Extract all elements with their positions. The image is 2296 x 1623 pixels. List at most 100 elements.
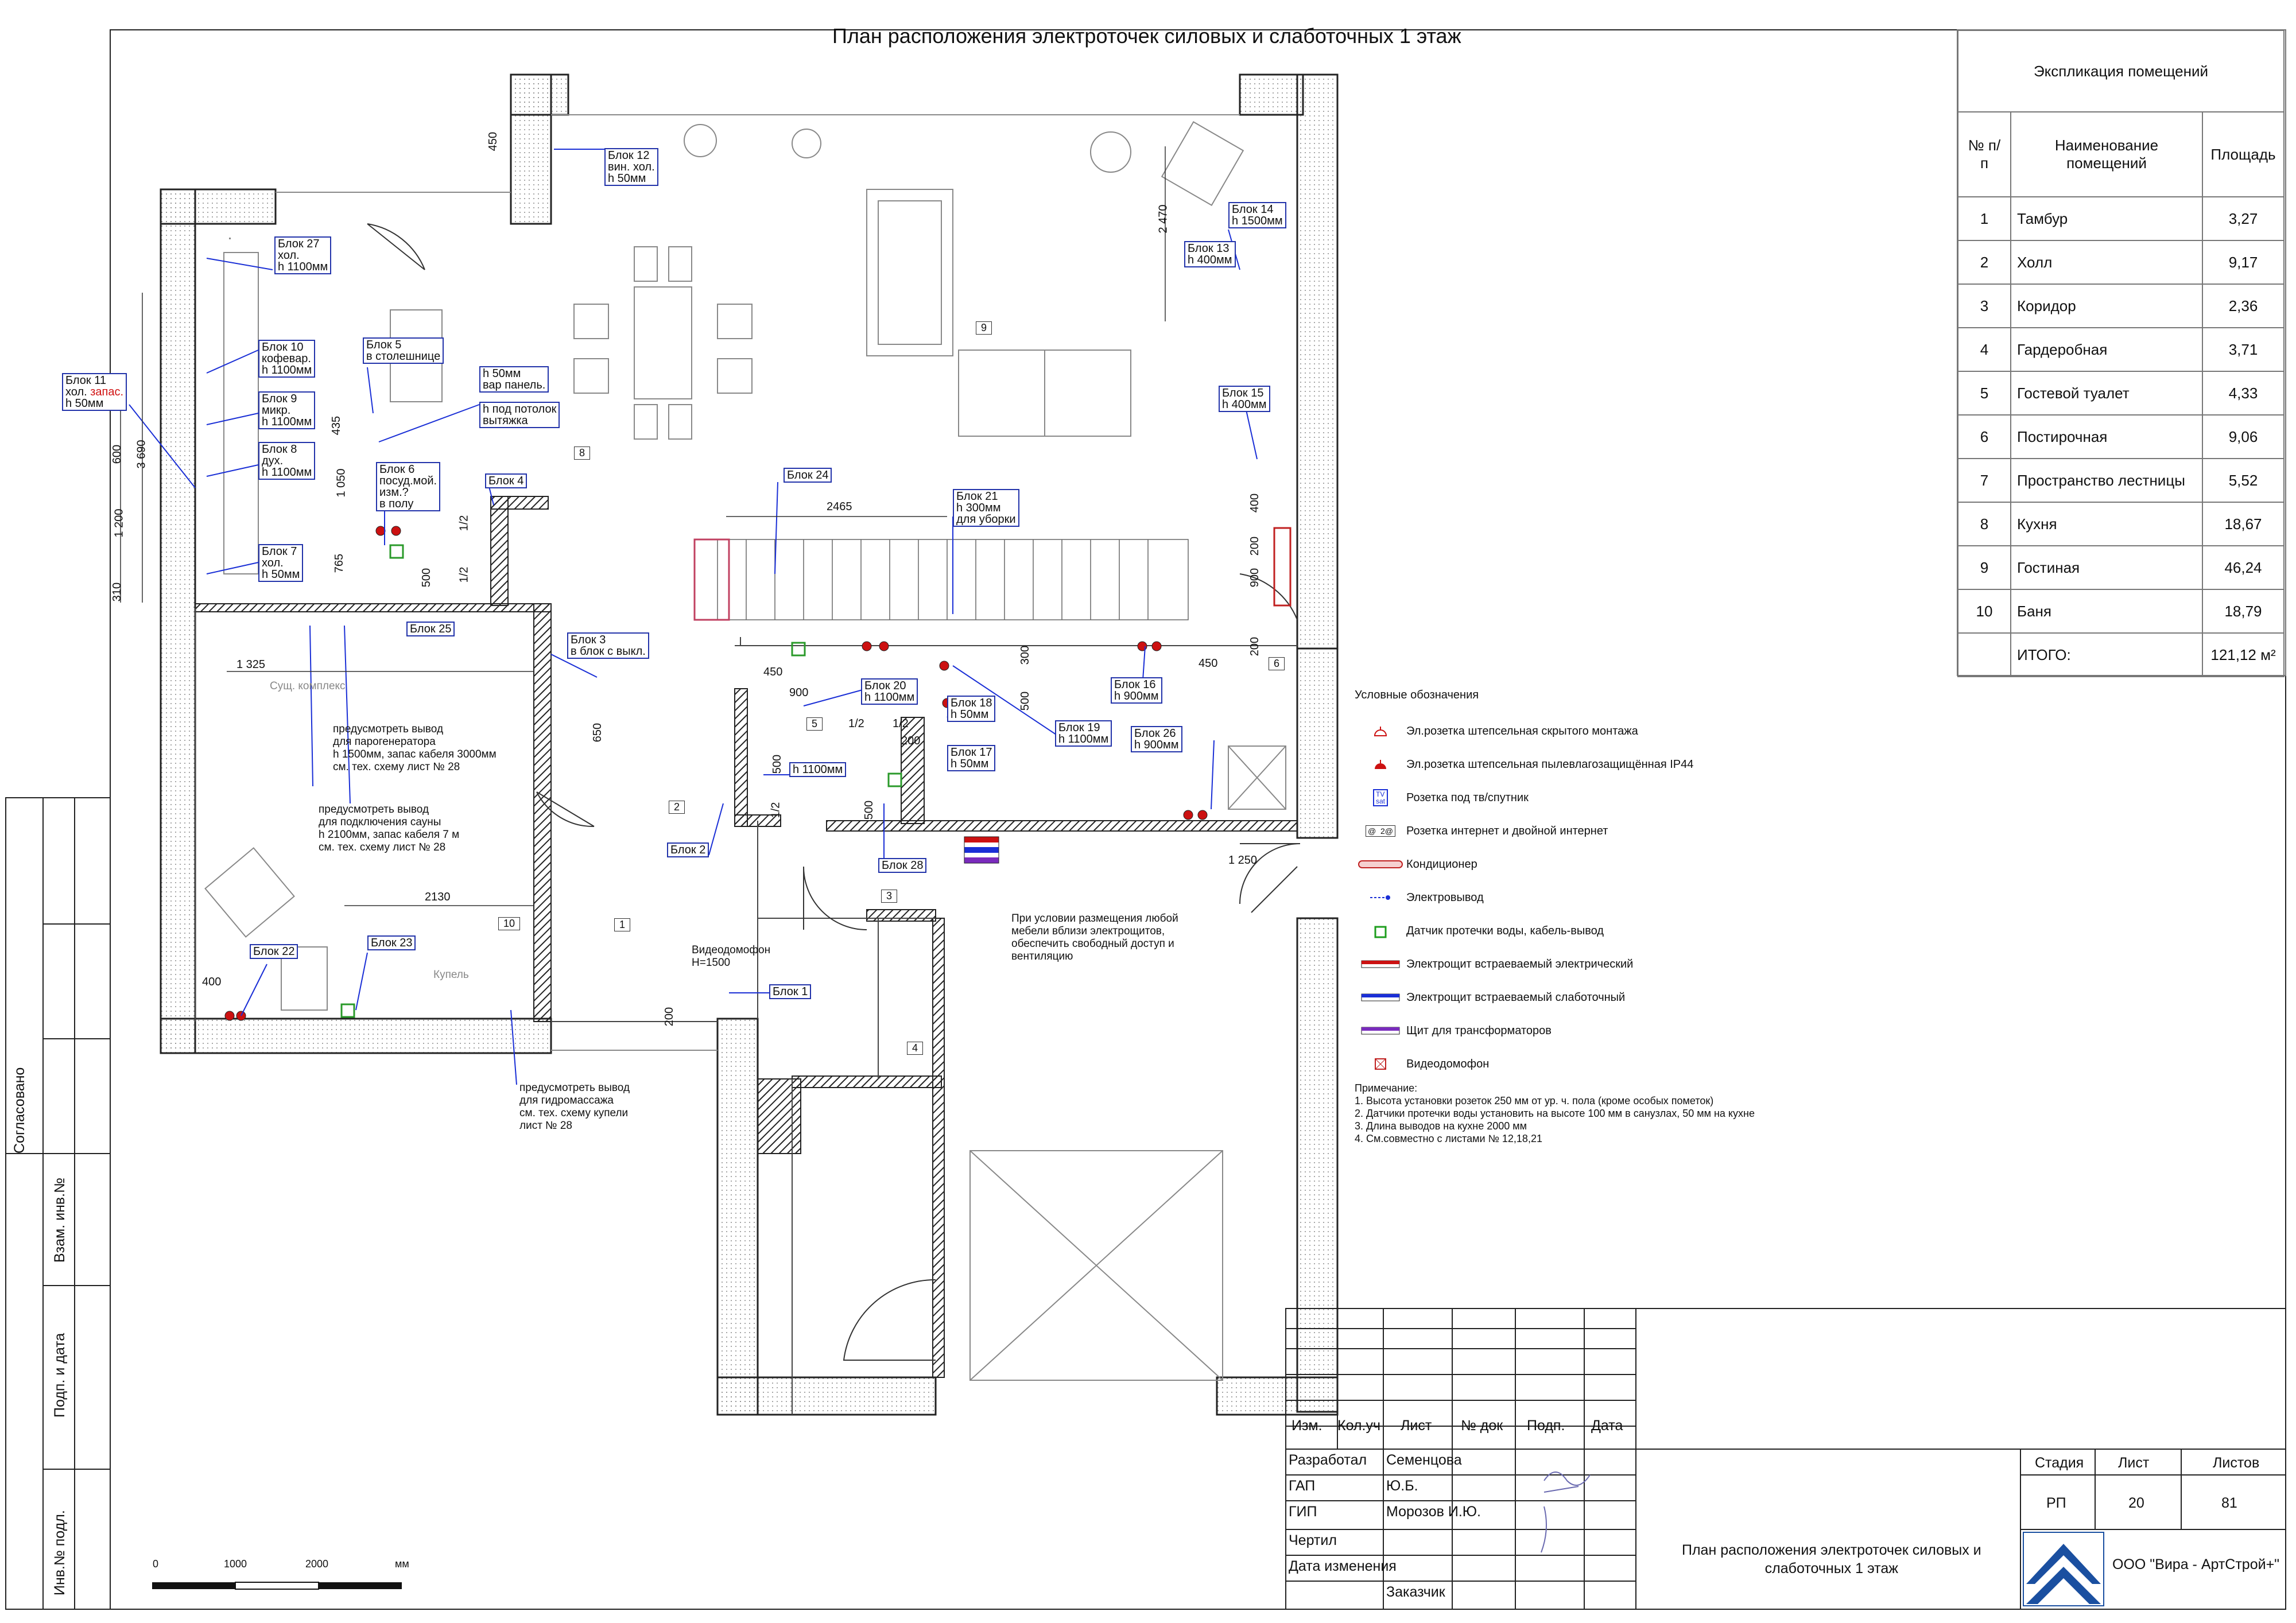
tb-role: Чертил: [1289, 1532, 1337, 1548]
tb-name: Морозов И.Ю.: [1386, 1504, 1481, 1520]
dimension-label: 200: [901, 735, 921, 747]
room-number: 3: [881, 890, 898, 903]
dimension-lines: [120, 146, 1166, 906]
dimension-label: 1/2: [457, 515, 471, 531]
tb-col-kol: Кол.уч: [1337, 1418, 1380, 1434]
col-header-num: № п/п: [1957, 111, 2011, 197]
tb-role: Дата изменения: [1289, 1558, 1397, 1574]
dimension-label: 500: [771, 754, 784, 774]
callout-block-26: Блок 26 h 900мм: [1131, 726, 1182, 752]
callout-block-24: Блок 24: [784, 468, 832, 483]
legend-item: TV sat Розетка под тв/спутник: [1355, 781, 1693, 814]
dimension-label: 2130: [425, 891, 451, 903]
label-font: Купель: [433, 969, 469, 981]
dimension-label: 2465: [827, 500, 852, 513]
callout-block-17: Блок 17 h 50мм: [947, 745, 996, 771]
tb-col-sign: Подп.: [1527, 1418, 1565, 1434]
legend-item: Датчик протечки воды, кабель-вывод: [1355, 914, 1693, 948]
garage-area: [969, 1150, 1223, 1381]
dimension-label: 310: [111, 582, 124, 602]
tb-col-list: Лист: [1401, 1418, 1432, 1434]
dimension-label: 600: [111, 444, 124, 464]
legend-title: Условные обозначения: [1355, 689, 1479, 701]
callout-block-1: Блок 1: [769, 984, 812, 999]
tb-stage: РП: [2046, 1495, 2066, 1511]
tb-sheet: 20: [2128, 1495, 2144, 1511]
annotation-steam-generator: предусмотреть вывод для парогенератора h…: [333, 723, 497, 773]
legend-item: @ 2@ Розетка интернет и двойной интернет: [1355, 814, 1693, 848]
room-number: 2: [669, 801, 685, 814]
internet-socket-icon: @ 2@: [1355, 825, 1406, 837]
dimension-label: 900: [789, 686, 809, 699]
tb-col-date: Дата: [1591, 1418, 1623, 1434]
callout-block-13: Блок 13 h 400мм: [1184, 241, 1236, 267]
legend-item: Кондиционер: [1355, 848, 1693, 881]
table-caption: Экспликация помещений: [1957, 30, 2285, 112]
tb-doc-title: План расположения электроточек силовых и…: [1682, 1542, 1981, 1577]
callout-block-8: Блок 8 дух. h 1100мм: [258, 442, 316, 480]
callout-block-22: Блок 22: [250, 944, 298, 959]
exterior-walls: [160, 73, 1339, 1416]
dimension-label: 200: [1248, 636, 1262, 657]
annotation-furniture: При условии размещения любой мебели вбли…: [1011, 913, 1178, 962]
leak-sensors: [340, 544, 902, 1018]
room-number: 8: [574, 446, 591, 460]
dimension-label: 200: [1248, 536, 1262, 556]
dimension-label: 3 690: [135, 440, 148, 469]
room-number: 1: [614, 918, 631, 931]
outlet-ip44-icon: [1355, 758, 1406, 771]
callout-block-10: Блок 10 кофевар. h 1100мм: [258, 340, 316, 378]
electric-panel: [964, 837, 999, 842]
col-header-area: Площадь: [2202, 111, 2285, 197]
table-total-row: ИТОГО:121,12 м²: [1957, 632, 2285, 677]
water-leak-sensor-icon: [1355, 922, 1406, 939]
notes: Примечание: 1. Высота установки розеток …: [1355, 1082, 1755, 1144]
callout-block-2: Блок 2: [667, 842, 709, 857]
tb-role: Разработал: [1289, 1452, 1367, 1468]
room-number: 5: [806, 717, 823, 731]
interior-walls: [195, 496, 1298, 1378]
callout-block-15: Блок 15 h 400мм: [1219, 386, 1270, 412]
tb-customer: Заказчик: [1386, 1584, 1445, 1600]
room-number: 6: [1269, 657, 1285, 670]
callout-block-23: Блок 23: [367, 935, 416, 950]
tb-sheet-header: Лист: [2118, 1455, 2150, 1471]
dimension-label: 1 050: [335, 468, 348, 498]
air-conditioner-icon: [1355, 859, 1406, 870]
side-inv-orig: Инв.№ подл.: [52, 1510, 68, 1595]
dimension-label: 2 470: [1157, 204, 1170, 234]
tb-name: Ю.Б.: [1386, 1478, 1418, 1494]
callout-block-28: Блок 28: [878, 858, 927, 873]
furniture: [204, 121, 1292, 1011]
scale-bar: [152, 1582, 402, 1590]
tb-company: ООО "Вира - АртСтрой+": [2112, 1556, 2280, 1572]
dimension-label: 765: [333, 553, 346, 573]
side-inv-replace: Взам. инв.№: [52, 1178, 68, 1263]
tb-col-izm: Изм.: [1292, 1418, 1322, 1434]
door-swings: [367, 223, 1301, 1361]
room-number: 10: [498, 917, 521, 930]
electric-output-icon: [1355, 894, 1406, 902]
dimension-label: 1 325: [236, 658, 266, 671]
annotation-intercom: Видеодомофон Н=1500: [692, 944, 771, 969]
dimension-label: 500: [863, 800, 876, 820]
tb-sheets-header: Листов: [2213, 1455, 2260, 1471]
callout-block-21: Блок 21 h 300мм для уборки: [953, 489, 1019, 527]
transformer-panel-icon: [1355, 1025, 1406, 1036]
scale-label: 0: [153, 1558, 159, 1570]
dimension-label: 450: [763, 666, 783, 678]
callout-block-12: Блок 12 вин. хол. h 50мм: [604, 148, 658, 186]
callout-block-16: Блок 16 h 900мм: [1111, 677, 1162, 704]
callout-hob: h 50мм вар панель.: [479, 366, 549, 393]
tb-role: ГИП: [1289, 1504, 1317, 1520]
tb-stage-header: Стадия: [2035, 1455, 2084, 1471]
